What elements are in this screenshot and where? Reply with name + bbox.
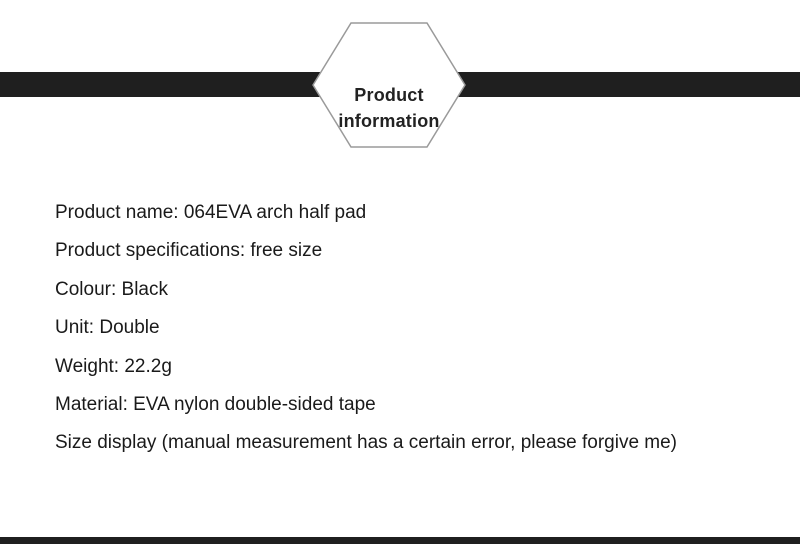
product-info-line-size-note: Size display (manual measurement has a c… (55, 432, 678, 454)
badge-title: Product information (312, 82, 466, 134)
bottom-ribbon-bar (0, 537, 800, 544)
product-info-list: Product name: 064EVA arch half pad Produ… (55, 194, 775, 463)
hexagon-badge: Product information (312, 22, 466, 148)
product-info-line-unit: Unit: Double (55, 317, 160, 339)
product-info-line-specifications: Product specifications: free size (55, 240, 323, 262)
product-info-line-material: Material: EVA nylon double-sided tape (55, 394, 376, 416)
hexagon-shape (312, 22, 466, 148)
product-info-line-name: Product name: 064EVA arch half pad (55, 202, 367, 223)
badge-title-line2: information (338, 111, 440, 131)
product-info-line-colour: Colour: Black (55, 278, 168, 300)
hexagon-outline (312, 22, 466, 148)
badge-title-line1: Product (354, 85, 424, 105)
product-info-line-weight: Weight: 22.2g (55, 355, 172, 377)
